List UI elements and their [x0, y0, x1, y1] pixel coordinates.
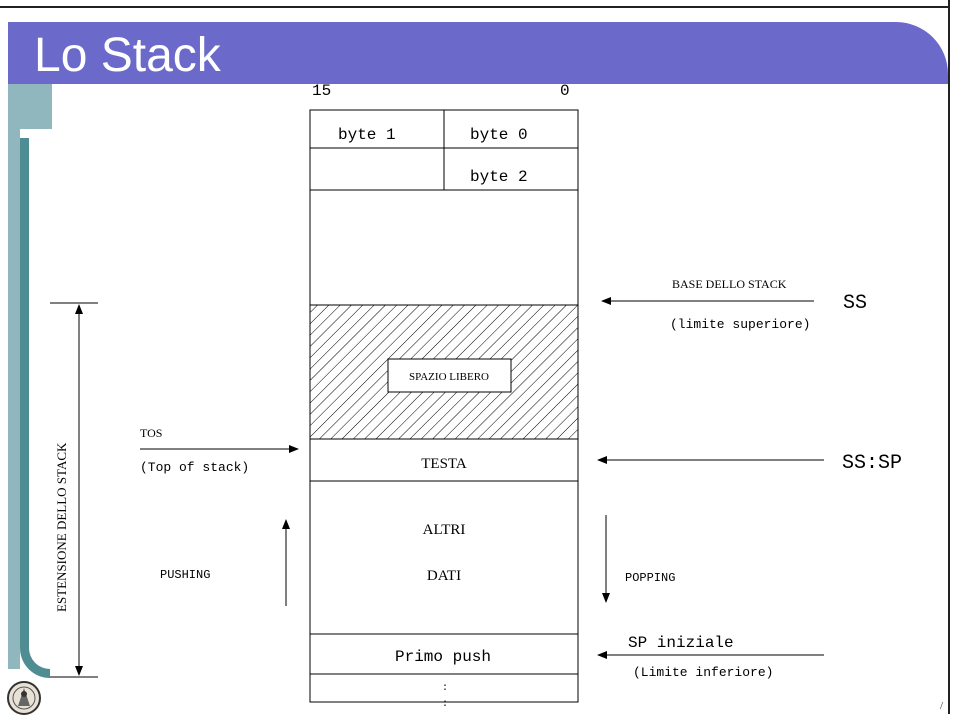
- free-space-label: SPAZIO LIBERO: [409, 371, 489, 383]
- other-data-line1: ALTRI: [423, 522, 466, 538]
- extension-label: ESTENSIONE DELLO STACK: [54, 442, 69, 612]
- sp-initial-label: SP iniziale: [628, 634, 734, 652]
- tos-description: (Top of stack): [140, 460, 249, 475]
- frame-right-border: [948, 0, 950, 714]
- university-seal-logo: [7, 681, 41, 715]
- tos-label: TOS: [140, 426, 162, 440]
- bit-low-label: 0: [560, 82, 570, 100]
- byte-0-cell: byte 0: [470, 126, 528, 144]
- bit-high-label: 15: [312, 82, 331, 100]
- upper-limit-label: (limite superiore): [670, 317, 810, 332]
- ss-sp-register: SS:SP: [842, 452, 902, 475]
- continuation-dots-2: :: [442, 699, 448, 710]
- first-push-cell: Primo push: [395, 648, 491, 666]
- lower-limit-label: (Limite inferiore): [633, 665, 773, 680]
- top-cell-label: TESTA: [421, 456, 467, 472]
- side-decoration: [20, 138, 50, 678]
- title-band: [8, 22, 948, 84]
- rail-left-strip: [8, 84, 20, 669]
- ss-register: SS: [843, 292, 867, 315]
- free-space-box: [387, 358, 512, 393]
- pushing-label: PUSHING: [160, 568, 210, 582]
- page-marker: /: [940, 700, 944, 712]
- byte-1-cell: byte 1: [338, 126, 396, 144]
- other-data-line2: DATI: [427, 568, 461, 584]
- continuation-dots: :: [442, 683, 448, 694]
- byte-2-cell: byte 2: [470, 168, 528, 186]
- frame-top-border: [0, 6, 950, 8]
- popping-label: POPPING: [625, 571, 675, 585]
- slide-title: Lo Stack: [34, 29, 221, 82]
- base-label: BASE DELLO STACK: [672, 277, 787, 291]
